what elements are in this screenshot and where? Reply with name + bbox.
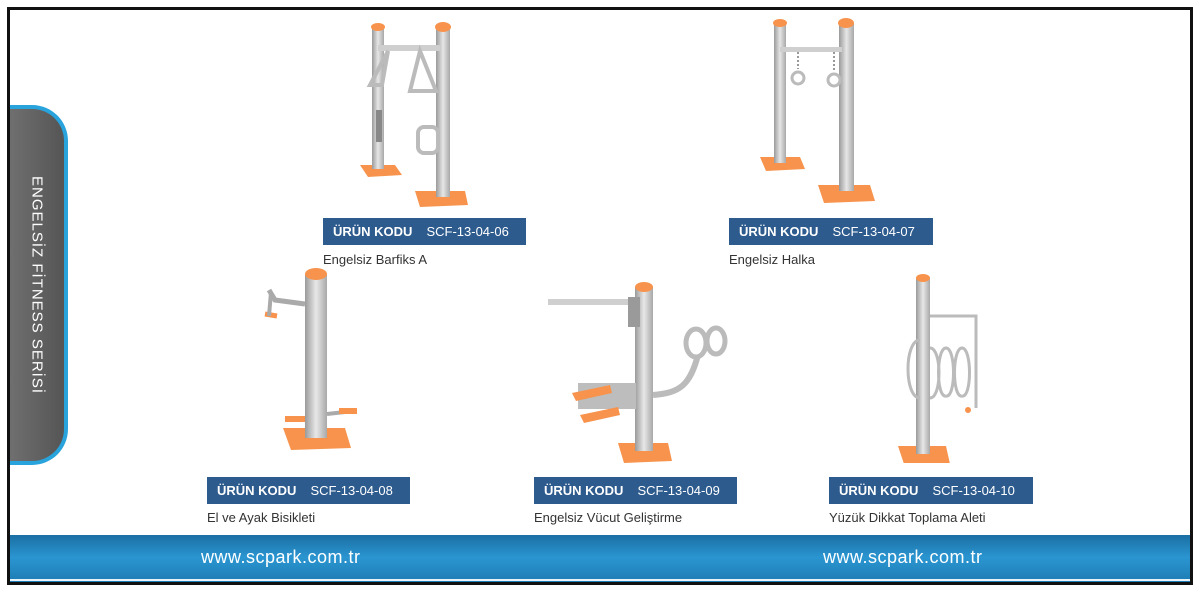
product-name: Engelsiz Barfiks A <box>323 252 428 267</box>
product-code: SCF-13-04-09 <box>637 483 720 498</box>
product-image-halka <box>750 15 890 210</box>
product-image-barfiks <box>340 15 470 210</box>
product-code-bar: ÜRÜN KODU SCF-13-04-06 <box>323 218 526 245</box>
product-image-vucut-gelistirme <box>540 275 730 465</box>
website-link-right[interactable]: www.scpark.com.tr <box>823 547 983 567</box>
product-code: SCF-13-04-10 <box>932 483 1015 498</box>
product-name: Yüzük Dikkat Toplama Aleti <box>829 510 986 525</box>
product-code-bar: ÜRÜN KODU SCF-13-04-09 <box>534 477 737 504</box>
product-code-label: ÜRÜN KODU <box>333 224 413 239</box>
product-code-label: ÜRÜN KODU <box>839 483 919 498</box>
footer-band: www.scpark.com.tr www.scpark.com.tr <box>10 535 1190 582</box>
product-code-label: ÜRÜN KODU <box>217 483 297 498</box>
series-side-tab: ENGELSİZ FİTNESS SERİSİ <box>10 105 68 465</box>
series-title: ENGELSİZ FİTNESS SERİSİ <box>28 175 46 395</box>
product-code: SCF-13-04-06 <box>426 224 509 239</box>
product-code-bar: ÜRÜN KODU SCF-13-04-08 <box>207 477 410 504</box>
product-code-bar: ÜRÜN KODU SCF-13-04-10 <box>829 477 1033 504</box>
product-name: Engelsiz Halka <box>729 252 815 267</box>
product-name: Engelsiz Vücut Geliştirme <box>534 510 683 525</box>
product-code-label: ÜRÜN KODU <box>739 224 819 239</box>
product-name: El ve Ayak Bisikleti <box>207 510 316 525</box>
footer-divider <box>10 579 1190 581</box>
product-code-bar: ÜRÜN KODU SCF-13-04-07 <box>729 218 933 245</box>
product-image-bisiklet <box>245 262 365 457</box>
product-image-yuzuk <box>890 268 990 463</box>
product-code-label: ÜRÜN KODU <box>544 483 624 498</box>
website-link-left[interactable]: www.scpark.com.tr <box>201 547 361 567</box>
catalog-page: ENGELSİZ FİTNESS SERİSİ ÜRÜN KODU SCF-13-… <box>7 7 1193 585</box>
product-code: SCF-13-04-08 <box>310 483 393 498</box>
product-code: SCF-13-04-07 <box>832 224 915 239</box>
